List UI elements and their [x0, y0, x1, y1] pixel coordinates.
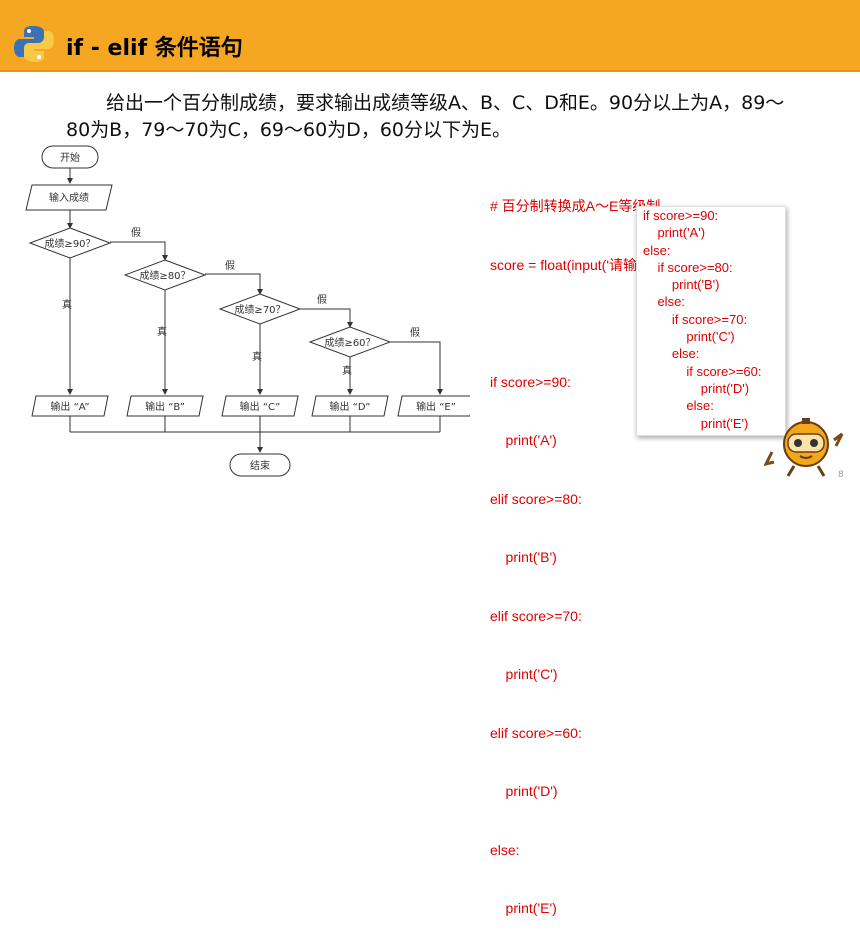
flowchart-output [31, 395, 109, 417]
true-label: 真 [342, 364, 352, 377]
code-line: if score>=90: [490, 373, 571, 390]
flowchart-start-label: 开始 [60, 151, 80, 164]
page-title: if - elif 条件语句 [66, 36, 243, 61]
decision-label: 成绩≥90？ [44, 237, 95, 250]
true-label: 真 [252, 350, 262, 363]
true-label: 真 [157, 325, 167, 338]
false-label: 假 [225, 259, 235, 272]
nested-code-line: if score>=80: [643, 259, 733, 275]
flowchart-end-label: 结束 [250, 459, 270, 472]
nested-code-line: if score>=60: [643, 363, 762, 379]
output-label: 输出 “D” [330, 400, 371, 413]
nested-code-line: print('E') [643, 415, 749, 431]
false-label: 假 [410, 326, 420, 339]
true-label: 真 [62, 298, 72, 311]
code-line: print('A') [490, 432, 557, 448]
flowchart-decision [28, 227, 112, 259]
robot-mascot-icon [764, 418, 844, 477]
false-label: 假 [131, 226, 141, 239]
nested-code-line: print('B') [643, 277, 720, 293]
flowchart-decision [123, 259, 207, 291]
page-number: 8 [838, 470, 844, 480]
flowchart-start [41, 145, 99, 169]
false-label: 假 [317, 293, 327, 306]
flowchart-end [229, 453, 291, 477]
nested-code-line: print('D') [643, 380, 750, 396]
code-line: print('C') [490, 666, 558, 682]
nested-code-line: else: [643, 346, 700, 362]
python-logo-icon [14, 26, 54, 62]
flowchart-input-label: 输入成绩 [49, 191, 89, 204]
code-line: else: [490, 841, 520, 858]
code-line: # 百分制转换成A～E等级制 [490, 198, 661, 214]
nested-code-line: else: [643, 398, 714, 414]
code-line: print('B') [490, 549, 557, 565]
code-line: print('E') [490, 900, 557, 916]
code-line: print('D') [490, 783, 558, 799]
decision-label: 成绩≥80？ [139, 269, 190, 282]
nested-code-line: if score>=70: [643, 311, 748, 327]
flowchart: 开始 输入成绩 成绩≥90？ 成绩≥80？ 成绩≥70？ 成绩≥60？ 真 假 … [25, 145, 470, 477]
flowchart-output [397, 395, 470, 417]
flowchart-decision [218, 293, 302, 325]
intro-paragraph: 给出一个百分制成绩，要求输出成绩等级A、B、C、D和E。90分以上为A，89～8… [66, 92, 785, 141]
nested-code-line: else: [643, 294, 685, 310]
nested-code-box: if score>=90: print('A') else: if score>… [636, 206, 786, 436]
output-label: 输出 “E” [416, 400, 456, 413]
flowchart-decision [308, 326, 392, 358]
header-bar [0, 0, 860, 72]
output-label: 输出 “A” [50, 400, 89, 413]
nested-code-line: else: [643, 242, 671, 258]
code-line: elif score>=80: [490, 490, 582, 507]
code-line: elif score>=60: [490, 724, 582, 741]
decision-label: 成绩≥70？ [234, 303, 285, 316]
flowchart-output [221, 395, 299, 417]
flowchart-input [25, 184, 113, 211]
output-label: 输出 “B” [145, 400, 185, 413]
nested-code-line: print('A') [643, 225, 706, 241]
flowchart-output [311, 395, 389, 417]
code-line: elif score>=70: [490, 607, 582, 624]
decision-label: 成绩≥60？ [324, 336, 375, 349]
nested-code-line: if score>=90: [643, 208, 719, 223]
output-label: 输出 “C” [240, 400, 281, 413]
nested-code-line: print('C') [643, 329, 735, 345]
flowchart-output [126, 395, 204, 417]
